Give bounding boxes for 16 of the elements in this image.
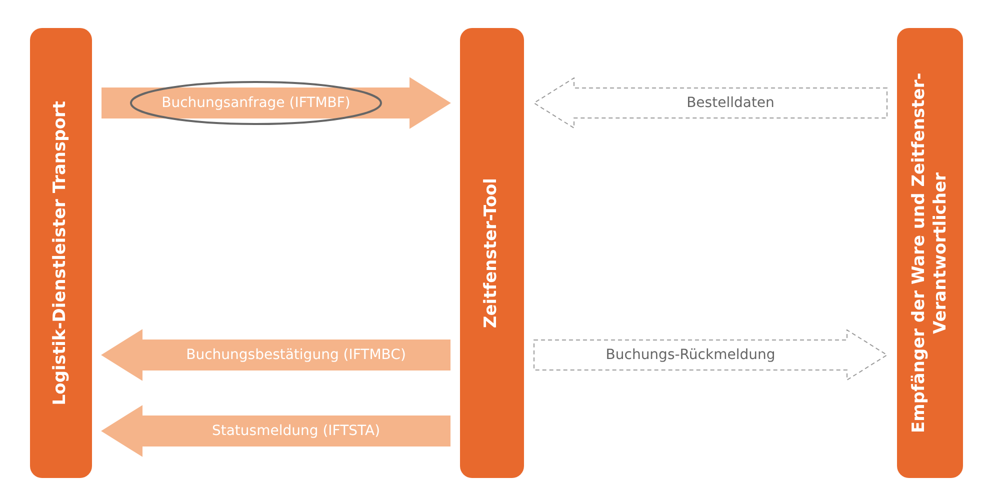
edge-label: Bestelldaten — [686, 95, 774, 111]
actor-label: Zeitfenster-Tool — [481, 178, 502, 328]
block-arrow — [101, 329, 450, 381]
actor-label: Logistik-Dienstleister Transport — [50, 100, 72, 406]
actor-bar — [897, 28, 963, 478]
block-arrow — [101, 405, 450, 457]
actor-label: Empfänger der Ware und Zeitfenster-Verantwortlicher — [908, 72, 951, 436]
edge-label: Buchungsbestätigung (IFTMBC) — [186, 347, 406, 363]
edge-label: Statusmeldung (IFTSTA) — [212, 423, 380, 439]
actor-bar — [30, 28, 92, 478]
edge-label: Buchungs-Rückmeldung — [606, 347, 776, 363]
block-arrow — [534, 329, 888, 381]
edge-label: Buchungsanfrage (IFTMBF) — [162, 95, 350, 111]
block-arrow — [533, 77, 888, 129]
actor-bar — [460, 28, 524, 478]
block-arrow — [102, 77, 451, 129]
